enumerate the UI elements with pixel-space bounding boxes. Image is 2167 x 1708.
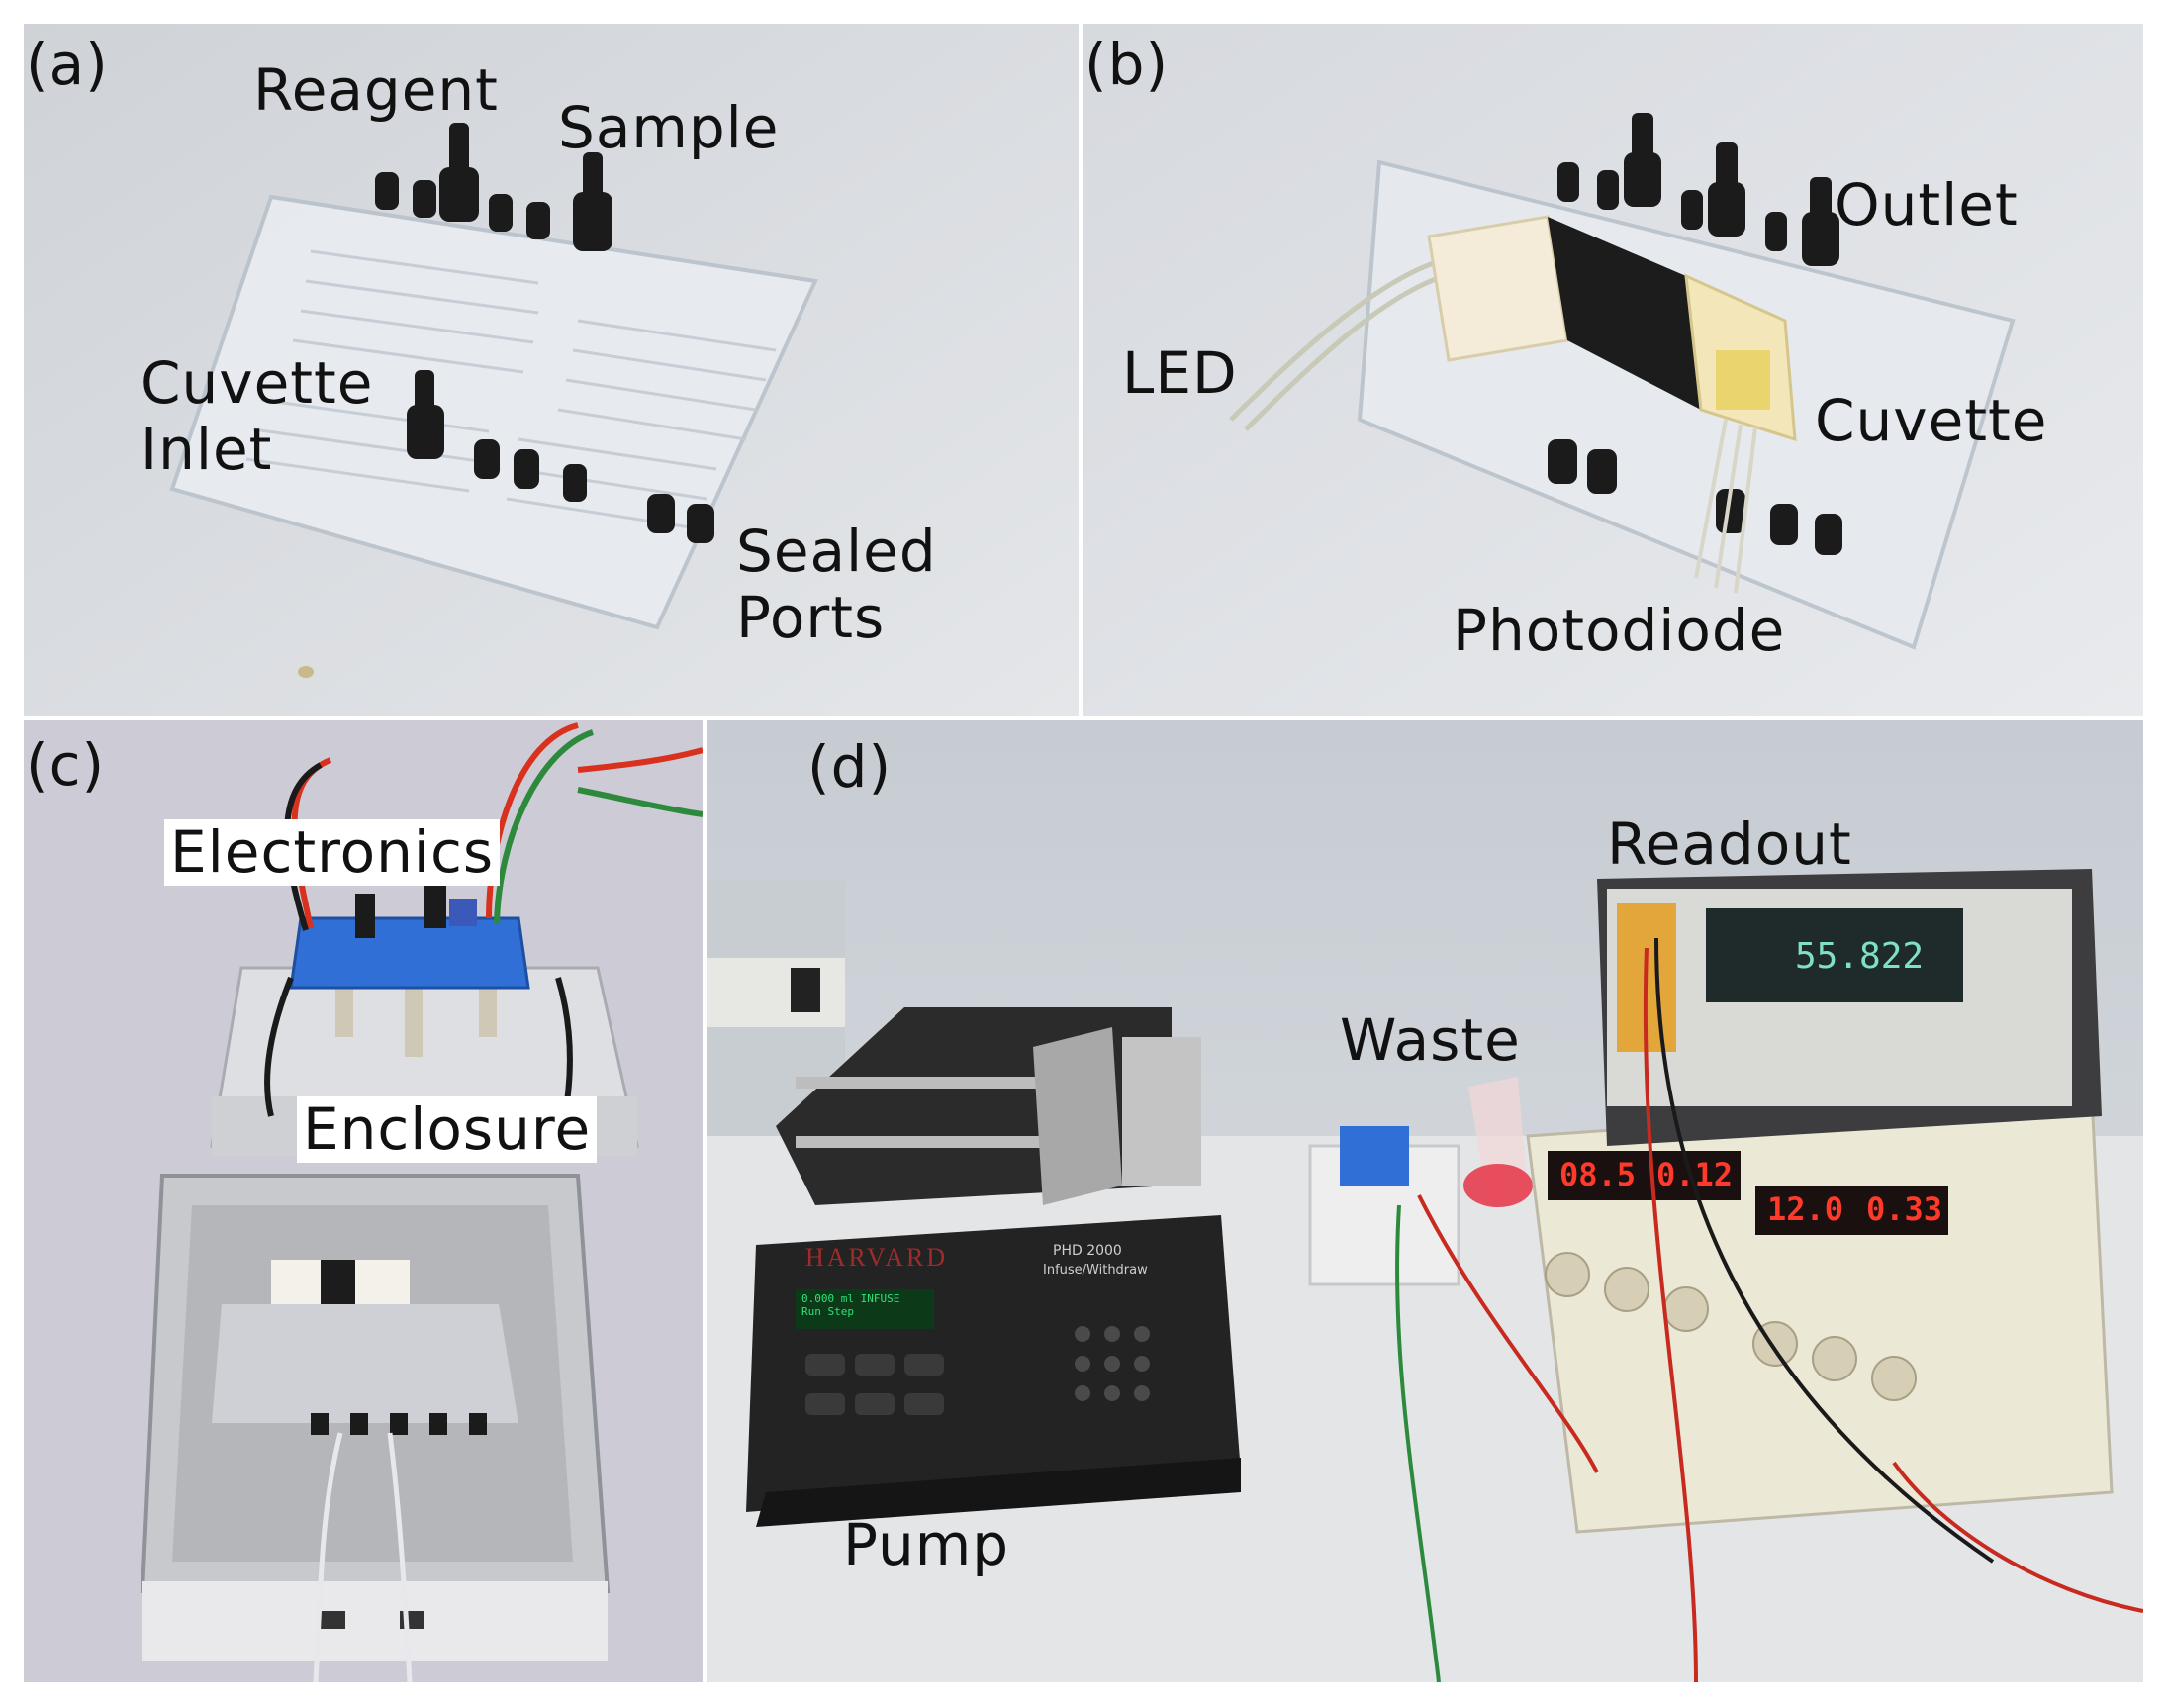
pump-lcd: 0.000 ml INFUSE Run Step — [801, 1292, 900, 1319]
label-electronics: Electronics — [164, 819, 501, 886]
panel-letter-c: (c) — [26, 731, 106, 799]
panel-b: (b) Outlet LED Cuvette Photodiode — [1083, 24, 2143, 716]
label-enclosure: Enclosure — [297, 1096, 598, 1163]
panel-d: 08.5 0.12 12.0 0.33 55.822 HARVARD PHD 2… — [707, 720, 2143, 1682]
label-led: LED — [1122, 339, 1238, 407]
panel-a: (a) Reagent Sample Cuvette Inlet Sealed … — [24, 24, 1079, 716]
panel-letter-d: (d) — [807, 733, 893, 801]
psu-display-3: 12.0 — [1767, 1190, 1844, 1228]
panel-c: (c) Electronics Enclosure — [24, 720, 703, 1682]
pump-model: PHD 2000 — [1053, 1243, 1122, 1259]
label-waste: Waste — [1340, 1006, 1521, 1074]
label-sealed-ports: Sealed Ports — [736, 518, 937, 651]
panel-d-photo — [707, 720, 2143, 1682]
label-cuvette-inlet: Cuvette Inlet — [141, 349, 374, 483]
pump-brand: HARVARD — [805, 1243, 949, 1272]
panel-letter-b: (b) — [1084, 31, 1170, 98]
pump-mode: Infuse/Withdraw — [1043, 1263, 1148, 1278]
cuvette-black-block — [1548, 217, 1701, 410]
psu-display-2: 0.12 — [1656, 1156, 1734, 1193]
panel-a-photo — [24, 24, 1079, 716]
label-sample: Sample — [558, 94, 780, 161]
psu-display-4: 0.33 — [1866, 1190, 1943, 1228]
multimeter-reading: 55.822 — [1795, 936, 1925, 977]
label-reagent: Reagent — [253, 56, 499, 124]
led-housing — [1427, 215, 1569, 362]
label-outlet: Outlet — [1835, 171, 2019, 238]
label-cuvette: Cuvette — [1815, 387, 2048, 454]
panel-letter-a: (a) — [26, 31, 109, 98]
electronics-board — [289, 916, 530, 990]
label-photodiode: Photodiode — [1453, 597, 1786, 664]
psu-display-1: 08.5 — [1559, 1156, 1637, 1193]
detector-box — [1308, 1144, 1460, 1286]
label-readout: Readout — [1607, 810, 1852, 878]
label-pump: Pump — [843, 1511, 1010, 1578]
panel-b-photo — [1083, 24, 2143, 716]
